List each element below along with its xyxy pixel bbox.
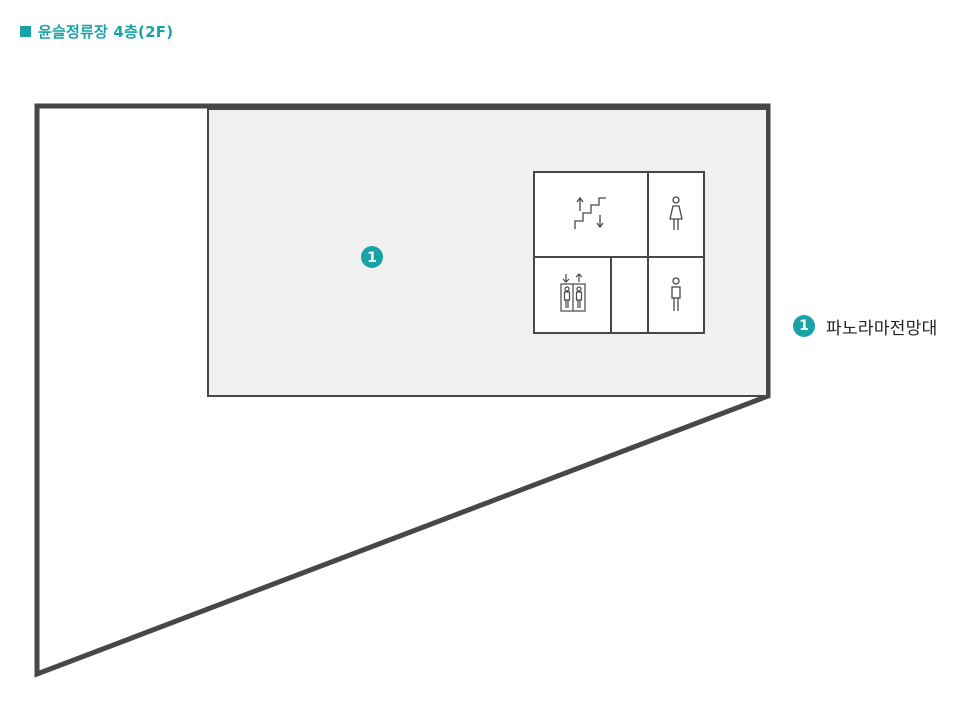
page-title-text: 윤슬정류장 4층(2F) (38, 22, 174, 41)
legend-item-label[interactable]: 파노라마전망대 (826, 318, 938, 339)
elevator-icon (560, 273, 586, 312)
stairs-icon (574, 196, 606, 229)
legend-badge: 1 (793, 315, 815, 337)
legend: 1 파노라마전망대 (793, 314, 938, 339)
page-title: 윤슬정류장 4층(2F) (20, 20, 173, 42)
female-restroom[interactable] (647, 171, 705, 258)
zone-marker-number: 1 (367, 250, 377, 266)
zone-marker-1[interactable]: 1 (361, 246, 383, 268)
male-restroom-icon (671, 277, 681, 311)
female-restroom-icon (669, 196, 683, 230)
facility-core (533, 171, 705, 334)
square-icon (20, 25, 31, 37)
male-restroom[interactable] (647, 256, 705, 334)
corridor (610, 256, 649, 334)
stairs-room[interactable] (533, 171, 649, 258)
